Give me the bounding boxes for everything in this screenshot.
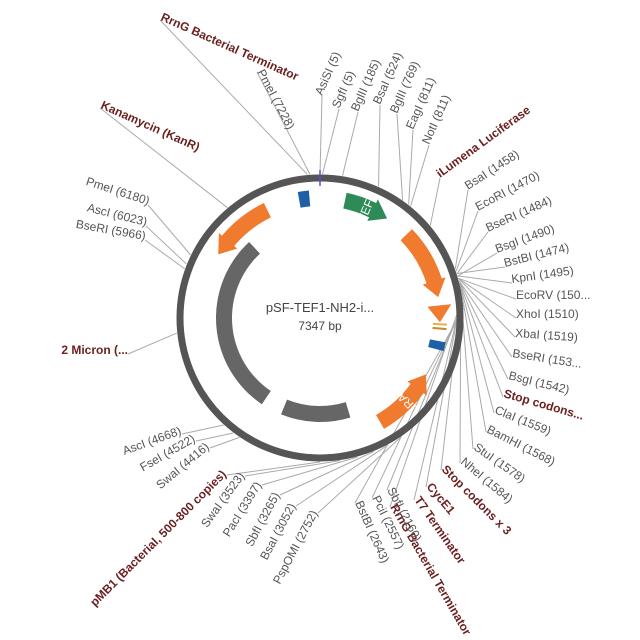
leader-lines bbox=[99, 19, 517, 514]
leader-46 bbox=[99, 107, 228, 209]
feature-ilumena[interactable] bbox=[400, 229, 446, 298]
leader-3 bbox=[322, 108, 340, 175]
leader-7 bbox=[408, 129, 414, 205]
feature-annotation-42[interactable]: 2 Micron (... bbox=[61, 343, 128, 357]
leader-36 bbox=[261, 456, 358, 486]
feature-blue-right[interactable] bbox=[428, 339, 446, 352]
site-label-15[interactable]: KpnI (1495) bbox=[510, 263, 574, 286]
leader-1 bbox=[256, 71, 311, 175]
leader-45 bbox=[147, 204, 191, 256]
leader-38 bbox=[226, 461, 321, 476]
leader-21 bbox=[459, 282, 504, 398]
leader-39 bbox=[209, 436, 240, 449]
leader-44 bbox=[145, 225, 187, 265]
feature-ura3[interactable] bbox=[376, 374, 427, 429]
leader-23 bbox=[459, 285, 487, 433]
leader-40 bbox=[195, 432, 234, 442]
leader-17 bbox=[458, 277, 517, 319]
leader-30 bbox=[386, 302, 464, 491]
leader-15 bbox=[457, 275, 513, 284]
site-label-16[interactable]: EcoRV (150... bbox=[516, 288, 590, 302]
leader-9 bbox=[429, 177, 441, 226]
leader-5 bbox=[378, 104, 381, 187]
site-label-19[interactable]: BseRI (153... bbox=[512, 346, 583, 371]
feature-orange-small[interactable] bbox=[427, 304, 452, 323]
leader-22 bbox=[459, 283, 495, 414]
leader-4 bbox=[342, 111, 359, 176]
leader-14 bbox=[456, 266, 506, 274]
leader-8 bbox=[410, 144, 430, 207]
detail-mark-1 bbox=[432, 326, 447, 331]
leader-43 bbox=[144, 239, 185, 270]
leader-19 bbox=[458, 280, 513, 358]
leader-0 bbox=[159, 19, 308, 175]
site-label-17[interactable]: XhoI (1510) bbox=[516, 307, 579, 321]
feature-annotation-38[interactable]: pMB1 (Bacterial, 500-800 copies) bbox=[87, 467, 229, 609]
leader-20 bbox=[458, 280, 509, 380]
leader-42 bbox=[127, 332, 177, 355]
leader-2 bbox=[319, 95, 323, 175]
feature-annotation-46[interactable]: Kanamycin (KanR) bbox=[99, 98, 202, 154]
leader-16 bbox=[458, 277, 517, 300]
leader-37 bbox=[244, 460, 341, 477]
leader-10 bbox=[454, 189, 469, 269]
leader-12 bbox=[456, 231, 489, 274]
leader-31 bbox=[371, 305, 464, 499]
leader-34 bbox=[295, 444, 388, 507]
leader-18 bbox=[458, 277, 516, 338]
leader-35 bbox=[279, 451, 375, 496]
feature-tef1[interactable] bbox=[343, 192, 388, 221]
plasmid-size: 7347 bp bbox=[298, 319, 342, 333]
leader-11 bbox=[455, 210, 479, 272]
plasmid-name: pSF-TEF1-NH2-i... bbox=[266, 300, 374, 315]
leader-33 bbox=[317, 437, 401, 514]
leader-6 bbox=[396, 113, 404, 201]
detail-mark-0 bbox=[432, 322, 447, 326]
feature-pmb1[interactable] bbox=[281, 399, 351, 422]
feature-rrng-top[interactable] bbox=[297, 190, 311, 208]
feature-annotation-0[interactable]: RrnG Bacterial Terminator bbox=[159, 10, 301, 84]
feature-kanr[interactable] bbox=[218, 202, 271, 255]
leader-41 bbox=[181, 424, 224, 435]
site-label-18[interactable]: XbaI (1519) bbox=[515, 326, 579, 344]
feature-two-micron[interactable] bbox=[216, 241, 271, 405]
